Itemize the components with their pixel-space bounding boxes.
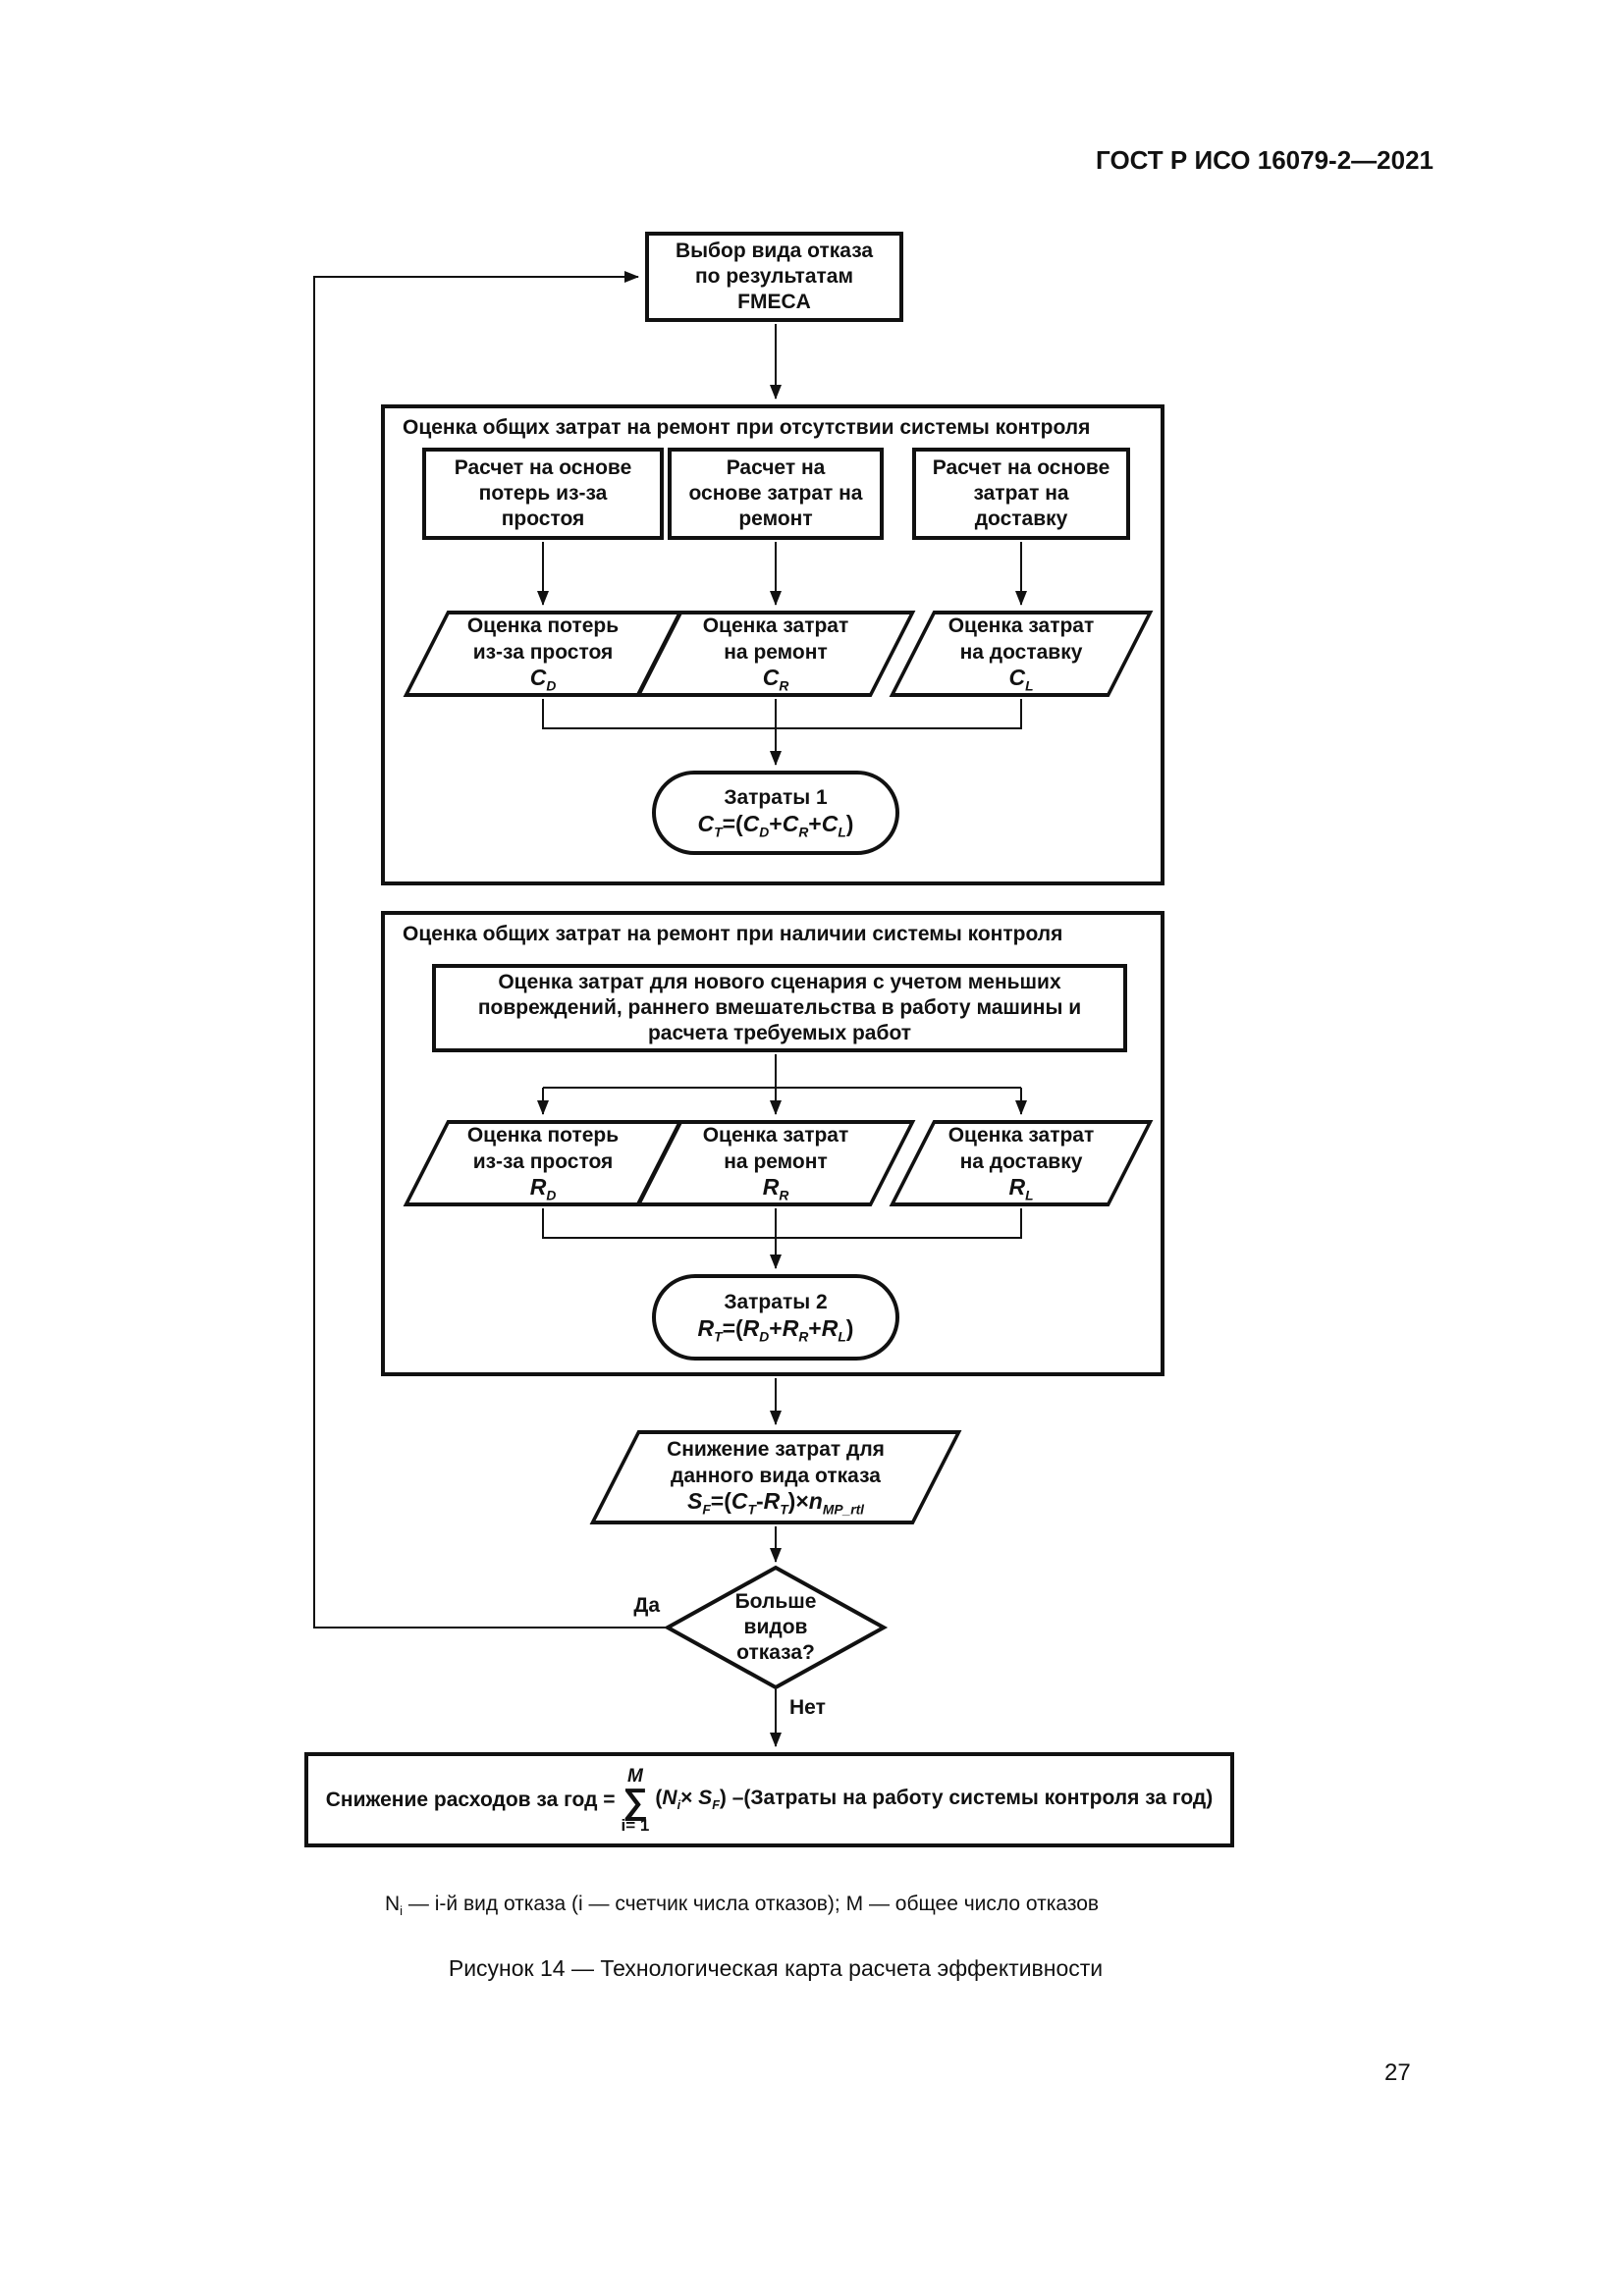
sigma-icon: ∑ bbox=[623, 1780, 648, 1821]
sum-lower-limit: i= 1 bbox=[621, 1815, 650, 1835]
estimate-symbol: RD bbox=[529, 1173, 557, 1203]
total-costs-1-formula: CT=(CD+CR+CL) bbox=[697, 810, 854, 840]
calc-downtime-label: Расчет на основе потерь из-за простоя bbox=[454, 455, 632, 531]
estimate-downtime-cost-2: Оценка потерь из-за простоя RD bbox=[403, 1120, 683, 1206]
decision-diamond: Больше видов отказа? bbox=[677, 1584, 874, 1671]
start-box-label: Выбор вида отказа по результатам FMECA bbox=[675, 239, 874, 314]
total-costs-2: Затраты 2 RT=(RD+RR+RL) bbox=[652, 1274, 899, 1361]
section-without-monitoring bbox=[381, 404, 1164, 885]
new-scenario-box: Оценка затрат для нового сценария с учет… bbox=[432, 964, 1127, 1052]
savings-formula: SF=(CT-RT)×nMP_rtl bbox=[687, 1487, 864, 1518]
section2-title: Оценка общих затрат на ремонт при наличи… bbox=[403, 923, 1063, 945]
savings-label: Снижение затрат для данного вида отказа bbox=[667, 1438, 885, 1487]
total-costs-1: Затраты 1 CT=(CD+CR+CL) bbox=[652, 771, 899, 855]
estimate-label: Оценка затрат на ремонт bbox=[702, 614, 849, 664]
new-scenario-label: Оценка затрат для нового сценария с учет… bbox=[477, 970, 1082, 1045]
calc-repair-box: Расчет на основе затрат на ремонт bbox=[668, 448, 884, 540]
annual-savings-box: Снижение расходов за год = M ∑ i= 1 (Ni×… bbox=[304, 1752, 1234, 1847]
section-with-monitoring bbox=[381, 911, 1164, 1376]
estimate-logistics-cost-2: Оценка затрат на доставку RL bbox=[889, 1120, 1154, 1206]
calc-logistics-label: Расчет на основе затрат на доставку bbox=[932, 455, 1110, 531]
calc-logistics-box: Расчет на основе затрат на доставку bbox=[912, 448, 1130, 540]
sum-upper-limit: M bbox=[627, 1765, 643, 1787]
standard-number: ГОСТ Р ИСО 16079-2—2021 bbox=[1096, 145, 1434, 175]
estimate-repair-cost-1: Оценка затрат на ремонт CR bbox=[635, 611, 916, 697]
figure-caption: Рисунок 14 — Технологическая карта расче… bbox=[448, 1955, 1104, 1981]
decision-question: Больше видов отказа? bbox=[734, 1589, 817, 1665]
start-box: Выбор вида отказа по результатам FMECA bbox=[645, 232, 903, 322]
calc-downtime-box: Расчет на основе потерь из-за простоя bbox=[422, 448, 664, 540]
total-costs-1-label: Затраты 1 bbox=[724, 786, 828, 810]
annual-savings-formula: (Ni× SF) –(Затраты на работу системы кон… bbox=[655, 1786, 1214, 1813]
estimate-label: Оценка потерь из-за простоя bbox=[466, 614, 620, 664]
branch-no-label: Нет bbox=[789, 1696, 826, 1719]
calc-repair-label: Расчет на основе затрат на ремонт bbox=[688, 455, 863, 531]
annual-savings-prefix: Снижение расходов за год = bbox=[325, 1788, 616, 1811]
estimate-symbol: CL bbox=[1008, 664, 1034, 694]
estimate-label: Оценка затрат на доставку bbox=[947, 1124, 1095, 1173]
savings-parallelogram: Снижение затрат для данного вида отказа … bbox=[589, 1430, 962, 1524]
sum-symbol: M ∑ i= 1 bbox=[622, 1767, 650, 1834]
decision-diamond-shape bbox=[663, 1565, 889, 1690]
estimate-downtime-cost-1: Оценка потерь из-за простоя CD bbox=[403, 611, 683, 697]
estimate-label: Оценка затрат на доставку bbox=[947, 614, 1095, 664]
estimate-repair-cost-2: Оценка затрат на ремонт RR bbox=[635, 1120, 916, 1206]
estimate-symbol: RL bbox=[1008, 1173, 1034, 1203]
estimate-logistics-cost-1: Оценка затрат на доставку CL bbox=[889, 611, 1154, 697]
estimate-label: Оценка потерь из-за простоя bbox=[466, 1124, 620, 1173]
estimate-label: Оценка затрат на ремонт bbox=[702, 1124, 849, 1173]
branch-yes-label: Да bbox=[633, 1594, 660, 1617]
estimate-symbol: RR bbox=[762, 1173, 789, 1203]
page-number: 27 bbox=[1384, 2059, 1411, 2086]
section1-title: Оценка общих затрат на ремонт при отсутс… bbox=[403, 416, 1091, 439]
estimate-symbol: CD bbox=[529, 664, 557, 694]
figure-legend: Ni — i-й вид отказа (i — счетчик числа о… bbox=[385, 1893, 1100, 1919]
estimate-symbol: CR bbox=[762, 664, 789, 694]
total-costs-2-formula: RT=(RD+RR+RL) bbox=[697, 1314, 854, 1345]
total-costs-2-label: Затраты 2 bbox=[724, 1291, 828, 1314]
